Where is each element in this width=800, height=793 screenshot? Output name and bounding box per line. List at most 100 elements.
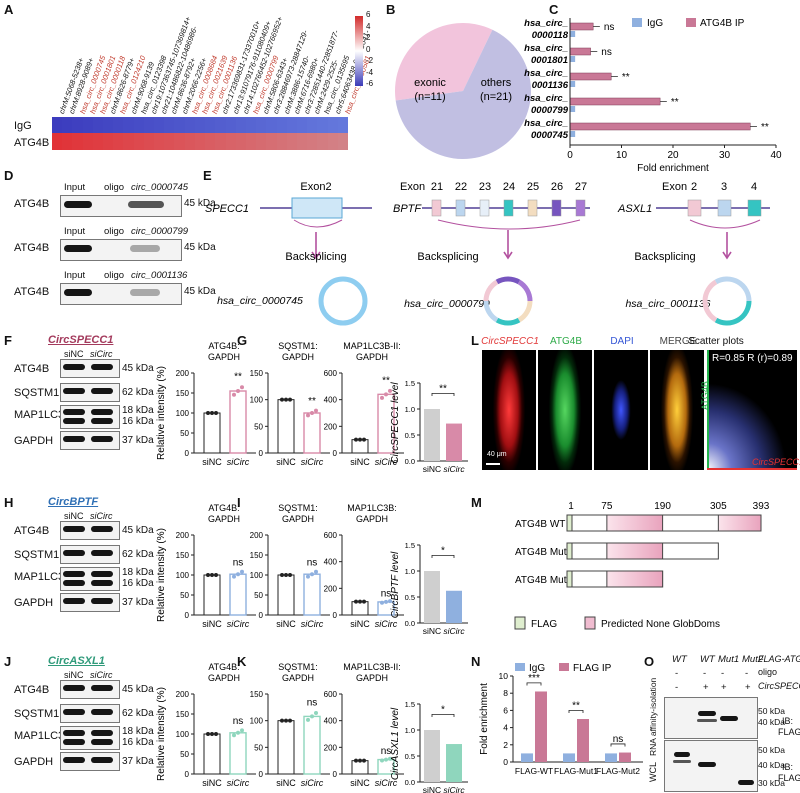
tick-label: 0 [185,611,190,620]
data-point [232,574,236,579]
bar-atg4b-ip [569,97,661,106]
legend-swatch [515,663,525,671]
data-point [314,710,318,715]
heatmap-cell [276,133,288,150]
blot-protein-label: MAP1LC3B [14,409,72,421]
subplot-title: GAPDH [208,352,240,362]
bar-chart-group: Relative intensity (%)ATG4B:GAPDH0501001… [156,662,404,788]
significance: ** [671,97,679,108]
tick-label: 100 [176,409,190,418]
blot-band [720,716,738,721]
blot-kda: 45 kDa [184,242,216,253]
heatmap-cell [337,133,349,150]
tick-label: 1.0 [405,726,415,735]
exon-box [747,199,762,217]
exon-box [291,197,343,219]
bar-sicirc [446,590,462,623]
x-tick-label: siNC [423,626,441,636]
blot-band [63,757,85,763]
lane-label: WT [672,654,687,665]
x-tick-label: siNC [202,619,222,629]
lane-label: siNC [64,511,84,521]
heatmap-cell [215,133,226,150]
data-point [354,599,358,604]
x-tick-label: siNC [276,619,296,629]
blot-band [698,711,716,716]
bar-igg [570,56,576,62]
panel-label-d: D [4,168,14,183]
heatmap-cell [72,133,84,150]
x-tick-label: siCirc [301,778,324,788]
blot-band [63,739,85,745]
tick-label: 1.5 [405,700,415,709]
tick-label: 100 [250,571,264,580]
backsplicing-diagram: SPECC1Exon2Backsplicinghsa_circ_0000745B… [205,181,770,326]
predicted-domain [606,542,664,560]
blot-membrane [60,431,120,450]
tick-label: 4 [503,723,508,733]
data-point [232,392,236,397]
exon-number: 25 [527,181,539,193]
blot-kda: 45 kDa [122,363,154,374]
flag-tag [566,514,573,532]
blot-protein-label: MAP1LC3B [14,730,72,742]
blot-band [63,409,85,415]
residue-tick: 305 [710,501,727,512]
circrna-ring-segment [702,279,718,323]
subplot-title: GAPDH [356,514,388,524]
exon-box [717,199,732,217]
y-axis-label: Relative intensity (%) [156,366,167,460]
data-point [310,714,314,719]
blot-band [130,245,160,252]
ib-label: IB: [782,762,794,772]
blot-band [91,436,113,442]
blot-band [91,388,113,394]
significance: ns [381,746,392,757]
heatmap-cell [133,133,145,150]
colorbar-tick: -6 [366,79,374,88]
blot-band [91,709,113,715]
significance: ** [439,383,447,394]
tick-label: 50 [180,750,189,759]
blot-kda: 45 kDa [184,286,216,297]
data-point [354,437,358,442]
significance: ** [622,72,630,83]
blot-kda: 40 kDa [758,760,785,770]
x-tick-label: siNC [423,464,441,474]
panel-label-a: A [4,2,14,17]
panel-label-e: E [203,168,212,183]
heatmap-cell [286,117,298,133]
data-point [280,573,284,577]
heatmap-cell [154,117,165,133]
splice-arc [293,219,343,228]
data-point [206,732,210,736]
bar-atg4b-ip [569,47,591,56]
scatter-y-label: ATG4B [700,381,710,410]
heatmap-cell [164,117,175,133]
row-label: 0001801 [531,55,568,66]
data-point [284,573,288,577]
bar-sinc [277,720,295,775]
pie-chart: exonic(n=11)others(n=21) [395,23,531,159]
panel-label-c: C [549,2,559,17]
residue-tick: 1 [568,501,574,512]
tick-label: 10 [616,150,628,161]
panel-label-g: G [237,333,248,348]
bar-sinc [351,601,369,616]
row-label: 0000118 [532,30,569,41]
bar-sinc [277,399,295,454]
colorbar-tick: -2 [366,56,374,65]
y-axis-label: Fold enrichment [479,683,490,755]
data-point [306,413,310,418]
blot-membrane [60,752,120,771]
scatter-x-label: CircSPECC1 [752,457,800,467]
data-point [314,569,318,574]
blot-kda: 37 kDa [122,435,154,446]
tick-label: 50 [254,422,263,431]
heatmap-cell [62,117,73,133]
row-label: hsa_circ_ [524,118,568,129]
blot-protein-label: GAPDH [14,597,54,609]
subplot-title: ATG4B: [208,341,239,351]
